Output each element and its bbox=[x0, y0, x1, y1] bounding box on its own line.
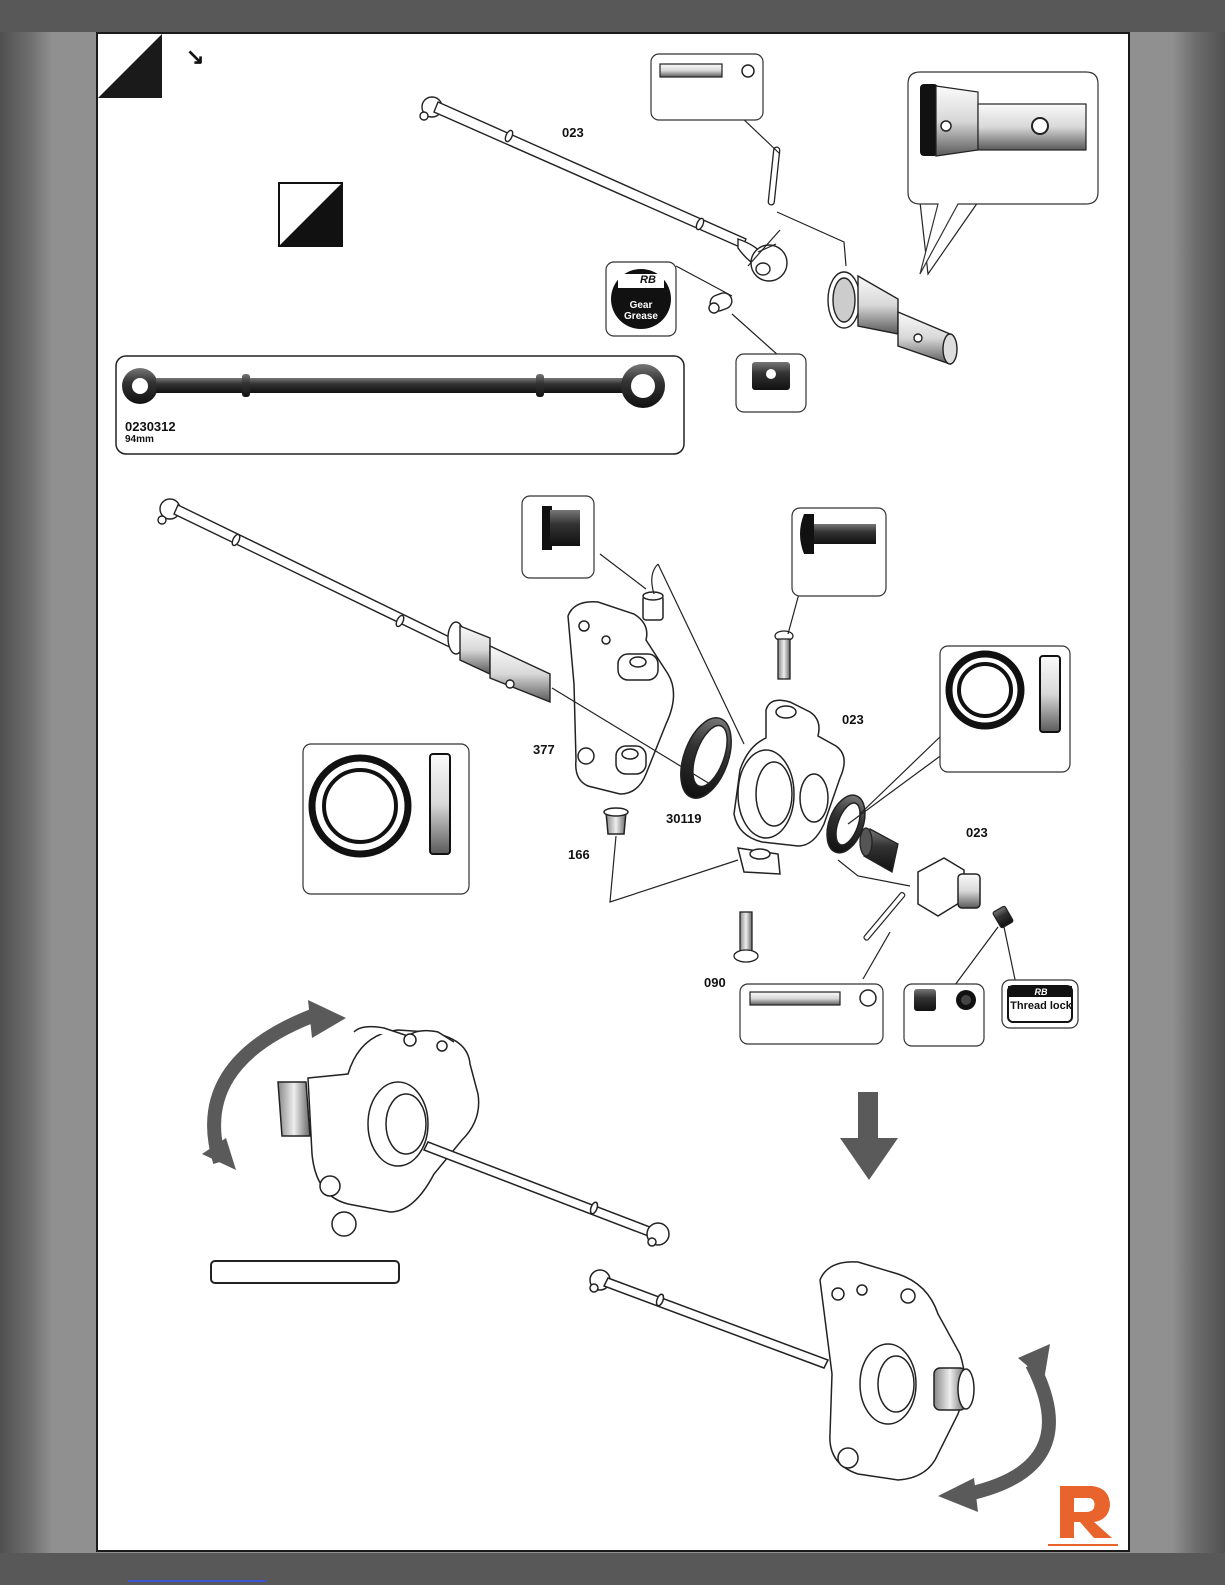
grub-screw bbox=[992, 906, 1013, 929]
callout-grub-screw bbox=[736, 354, 806, 412]
assembly-right bbox=[590, 1262, 974, 1480]
part-label-axle-nut: 023 bbox=[966, 825, 988, 840]
top-driveshaft bbox=[420, 97, 787, 313]
callout-pin-detail bbox=[651, 54, 763, 120]
part-label-knuckle: 377 bbox=[533, 742, 555, 757]
axle-nut bbox=[918, 858, 980, 916]
gear-grease-brand: RB bbox=[628, 274, 668, 286]
blank-note-box bbox=[210, 1260, 400, 1284]
arrow-down-right-icon: ↘ bbox=[186, 44, 204, 70]
callout-grub-bottom bbox=[904, 984, 984, 1046]
part-label-driveshaft: 023 bbox=[562, 125, 584, 140]
callout-bearing-right bbox=[940, 646, 1070, 772]
brand-r-logo-icon bbox=[1048, 1486, 1118, 1546]
gear-grease-label: Gear Grease bbox=[612, 300, 670, 322]
bearing-left bbox=[671, 711, 741, 805]
assembly-left bbox=[278, 1027, 669, 1246]
screw-top bbox=[775, 631, 793, 679]
part-label-bearing: 30119 bbox=[666, 811, 701, 826]
footer-link[interactable] bbox=[128, 1580, 266, 1582]
part-label-driveshaft-detail: 0230312 bbox=[125, 419, 176, 434]
top-pin bbox=[768, 147, 780, 205]
callout-bushing bbox=[522, 496, 594, 578]
step-corner-triangle-icon bbox=[98, 34, 162, 98]
part-label-screw: 090 bbox=[704, 975, 726, 990]
part-length-label: 94mm bbox=[125, 434, 154, 445]
thread-lock-brand: RB bbox=[1010, 987, 1072, 997]
small-pin bbox=[863, 892, 905, 941]
driveshaft-detail-box bbox=[116, 356, 684, 454]
mid-driveshaft bbox=[158, 499, 550, 702]
top-outdrive bbox=[828, 272, 957, 364]
screw-bottom bbox=[734, 912, 758, 962]
callout-button-screw bbox=[792, 508, 886, 596]
callout-outdrive-detail bbox=[908, 72, 1098, 274]
frame-top-bar bbox=[0, 0, 1225, 32]
axle-shaft bbox=[860, 828, 898, 872]
hub-carrier bbox=[734, 700, 844, 874]
callout-bearing-left bbox=[303, 744, 469, 894]
part-label-hub-carrier: 023 bbox=[842, 712, 864, 727]
sub-step-badge-icon bbox=[279, 183, 342, 246]
part-label-bushing: 166 bbox=[568, 847, 590, 862]
steering-knuckle bbox=[568, 592, 674, 834]
assembly-illustration bbox=[98, 34, 1130, 1552]
callout-pin-bottom bbox=[740, 984, 883, 1044]
instruction-page: ↘ 023 0230312 94mm 377 30119 166 023 023… bbox=[96, 32, 1130, 1552]
thread-lock-label: Thread lock bbox=[1010, 1000, 1072, 1012]
arrow-down-icon bbox=[840, 1092, 898, 1180]
